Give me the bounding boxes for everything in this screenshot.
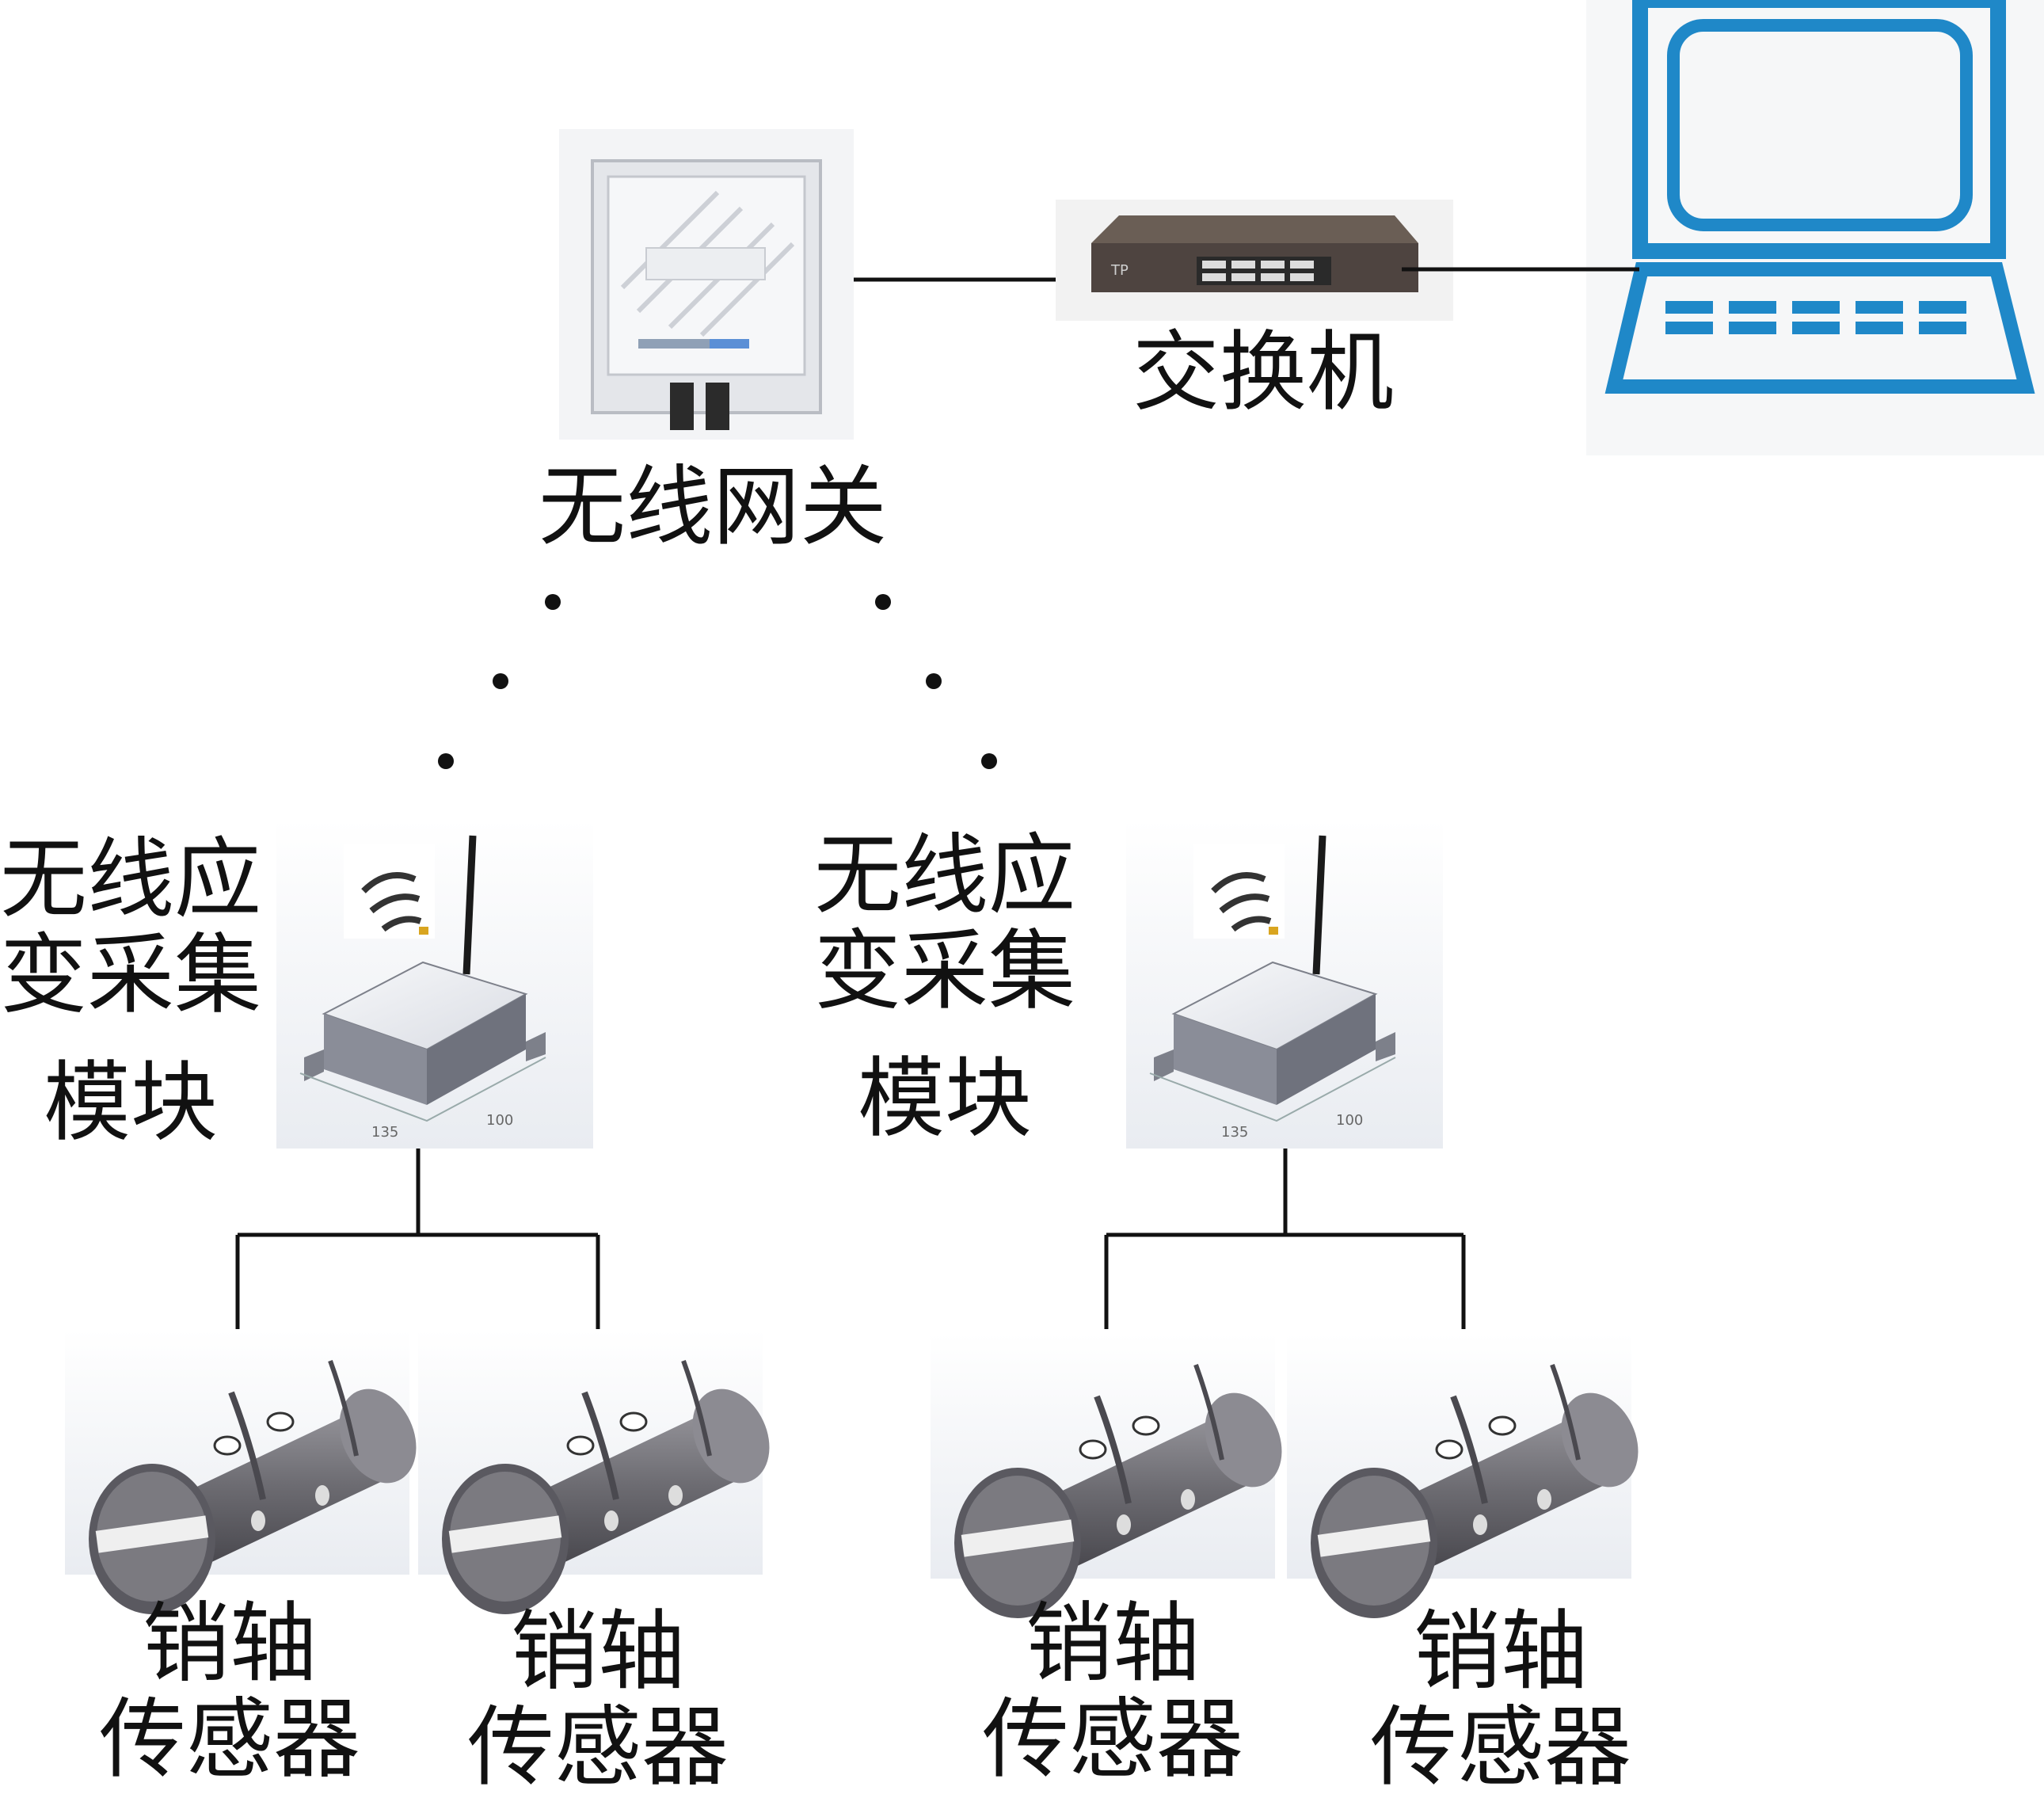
sensor-label-3: 销轴传感器 (982, 1593, 1243, 1790)
wireless-module-icon (276, 820, 593, 1149)
svg-text:TP: TP (1110, 262, 1129, 279)
pin-sensor-icon (418, 1329, 784, 1614)
sensor-label-1: 销轴传感器 (99, 1593, 360, 1790)
gateway-label: 无线网关 (539, 456, 887, 558)
sensor-label-2: 销轴传感器 (467, 1601, 729, 1798)
wireless-link-dots (438, 594, 997, 769)
acq-module-label-left: 无线应 变采集 模块 (0, 829, 261, 1153)
pin-sensor-icon (65, 1329, 431, 1614)
acq-module-label-right: 无线应 变采集 模块 (814, 825, 1075, 1149)
sensor-label-4: 销轴传感器 (1370, 1601, 1631, 1798)
network-switch-icon: TP (1056, 200, 1453, 321)
wireless-module-icon (1126, 820, 1443, 1149)
wireless-gateway-icon (559, 129, 854, 440)
pin-sensor-icon (931, 1333, 1296, 1618)
laptop-computer-icon (1586, 0, 2044, 455)
pin-sensor-icon (1287, 1333, 1653, 1618)
switch-label: 交换机 (1132, 322, 1394, 423)
